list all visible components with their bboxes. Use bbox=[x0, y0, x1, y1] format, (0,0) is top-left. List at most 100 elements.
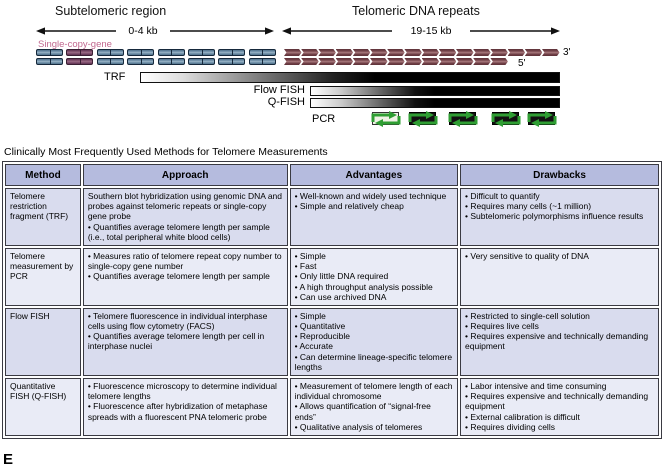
subtelomeric-segment bbox=[127, 49, 155, 56]
drawbacks-cell: • Restricted to single-cell solution• Re… bbox=[460, 307, 659, 376]
table-row: Telomere measurement by PCR • Measures ra… bbox=[5, 247, 659, 306]
telomeric-segment bbox=[473, 58, 491, 65]
telomeric-segment bbox=[284, 58, 302, 65]
table-row: Telomere restriction fragment (TRF)South… bbox=[5, 188, 659, 246]
telomeric-segment bbox=[318, 49, 336, 56]
cell-line: • Simple bbox=[294, 250, 326, 261]
cell-line: • Fluorescence after hybridization of me… bbox=[87, 401, 268, 422]
telomeric-segment bbox=[387, 49, 405, 56]
method-cell: Telomere restriction fragment (TRF) bbox=[5, 188, 81, 246]
approach-cell: • Telomere fluorescence in individual in… bbox=[82, 307, 288, 376]
drawbacks-cell: • Very sensitive to quality of DNA bbox=[460, 247, 659, 306]
telomeric-segment bbox=[301, 58, 319, 65]
telomere-diagram: Subtelomeric region Telomeric DNA repeat… bbox=[0, 0, 665, 145]
subtelomeric-segment bbox=[36, 58, 63, 65]
cell-line: • A high throughput analysis possible bbox=[294, 281, 433, 292]
advantages-cell: • Simple• Fast• Only little DNA required… bbox=[289, 247, 459, 306]
cell-line: • Simple and relatively cheap bbox=[294, 201, 404, 212]
cell-line: • Can use archived DNA bbox=[294, 291, 387, 302]
subtelomeric-segment bbox=[157, 49, 185, 56]
subtelomeric-segment bbox=[96, 58, 124, 65]
telomeric-segment bbox=[370, 58, 388, 65]
cell-line: • Telomere fluorescence in individual in… bbox=[87, 310, 268, 332]
q-fish-range-bar bbox=[310, 98, 560, 108]
cell-line: • External calibration is difficult bbox=[465, 411, 580, 422]
cell-line: • Fast bbox=[294, 261, 317, 272]
cell-line: • Accurate bbox=[294, 341, 333, 352]
advantages-cell: • Well-known and widely used technique• … bbox=[289, 188, 459, 246]
cell-line: • Requires expensive and technically dem… bbox=[465, 331, 649, 352]
subtelomeric-region-title: Subtelomeric region bbox=[55, 4, 167, 18]
telomeric-segment bbox=[507, 49, 526, 56]
telomeric-segment bbox=[438, 49, 457, 56]
telomeric-segment bbox=[438, 58, 457, 65]
telomeric-segment bbox=[456, 58, 474, 65]
flow-fish-range-bar bbox=[310, 86, 560, 96]
subtelomeric-segment bbox=[188, 49, 215, 56]
pcr-primer-arrows bbox=[408, 111, 438, 127]
cell-line: • Quantifies average telomere length per… bbox=[87, 331, 265, 352]
subtelomeric-segment bbox=[218, 49, 246, 56]
telomeric-segment bbox=[284, 49, 302, 56]
span-arrows bbox=[36, 27, 560, 35]
telomeric-segment bbox=[301, 49, 319, 56]
five-prime-label: 5' bbox=[518, 58, 526, 69]
cell-line: • Restricted to single-cell solution bbox=[465, 310, 590, 321]
telomeric-segment bbox=[404, 49, 422, 56]
telomeric-segment bbox=[490, 58, 508, 65]
advantages-cell: • Measurement of telomere length of each… bbox=[289, 378, 459, 436]
three-prime-label: 3' bbox=[563, 47, 571, 58]
telomeric-segment bbox=[387, 58, 405, 65]
subtelomeric-segment bbox=[248, 49, 276, 56]
pcr-amplicon-box bbox=[527, 111, 557, 127]
trf-range-bar bbox=[140, 72, 560, 83]
method-cell: Telomere measurement by PCR bbox=[5, 247, 81, 306]
cell-line: • Quantifies average telomere length per… bbox=[87, 271, 270, 282]
pcr-amplicon-box bbox=[491, 111, 521, 127]
telomeric-span-label: 19-15 kb bbox=[410, 25, 452, 37]
telomeric-segment bbox=[370, 49, 388, 56]
cell-line: • Qualitative analysis of telomeres bbox=[294, 421, 423, 432]
pcr-primer-arrows bbox=[371, 111, 401, 127]
telomeric-segment bbox=[421, 49, 440, 56]
cell-line: • Well-known and widely used technique bbox=[294, 191, 447, 201]
subtelomeric-segment bbox=[36, 49, 63, 56]
pcr-label: PCR bbox=[312, 113, 336, 125]
pcr-primer-arrows bbox=[527, 111, 557, 127]
pcr-primer-arrows bbox=[491, 111, 521, 127]
col-header-drawbacks: Drawbacks bbox=[460, 164, 659, 186]
cell-line: • Quantifies average telomere length per… bbox=[87, 221, 270, 242]
subtelomeric-segment bbox=[96, 49, 124, 56]
table-row: Flow FISH • Telomere fluorescence in indi… bbox=[5, 307, 659, 376]
subtelomeric-segment bbox=[127, 58, 155, 65]
telomeric-segment bbox=[524, 49, 543, 56]
col-header-approach: Approach bbox=[82, 164, 288, 186]
drawbacks-cell: • Labor intensive and time consuming• Re… bbox=[460, 378, 659, 436]
cell-line: • Difficult to quantify bbox=[465, 191, 540, 201]
telomeric-dna-repeats-title: Telomeric DNA repeats bbox=[352, 4, 480, 18]
subtelomeric-segment bbox=[188, 58, 215, 65]
cell-line: • Labor intensive and time consuming bbox=[465, 381, 607, 391]
telomeric-segment bbox=[456, 49, 474, 56]
cell-line: Southern blot hybridization using genomi… bbox=[87, 191, 283, 222]
method-cell: Flow FISH bbox=[5, 307, 81, 376]
pcr-amplicon-box bbox=[408, 111, 438, 127]
cell-line: • Fluorescence microscopy to determine i… bbox=[87, 381, 277, 402]
subtelomeric-segment bbox=[218, 58, 246, 65]
single-copy-gene-segment bbox=[66, 58, 94, 65]
cell-line: • Only little DNA required bbox=[294, 271, 389, 282]
telomeric-segment bbox=[352, 58, 371, 65]
cell-line: • Reproducible bbox=[294, 331, 351, 342]
telomeric-segment bbox=[421, 58, 440, 65]
cell-line: • Requires live cells bbox=[465, 321, 539, 332]
cell-line: • Measures ratio of telomere repeat copy… bbox=[87, 250, 282, 272]
col-header-advantages: Advantages bbox=[289, 164, 459, 186]
flow-fish-label: Flow FISH bbox=[253, 84, 305, 96]
telomeric-segment bbox=[404, 58, 422, 65]
telomeric-segment bbox=[490, 49, 508, 56]
approach-cell: Southern blot hybridization using genomi… bbox=[82, 188, 288, 246]
cell-line: • Requires many cells (~1 million) bbox=[465, 201, 592, 212]
table-row: Quantitative FISH (Q-FISH)• Fluorescence… bbox=[5, 378, 659, 436]
cell-line: • Allows quantification of “signal-free … bbox=[294, 401, 431, 422]
methods-table: Method Approach Advantages Drawbacks Tel… bbox=[2, 161, 662, 439]
